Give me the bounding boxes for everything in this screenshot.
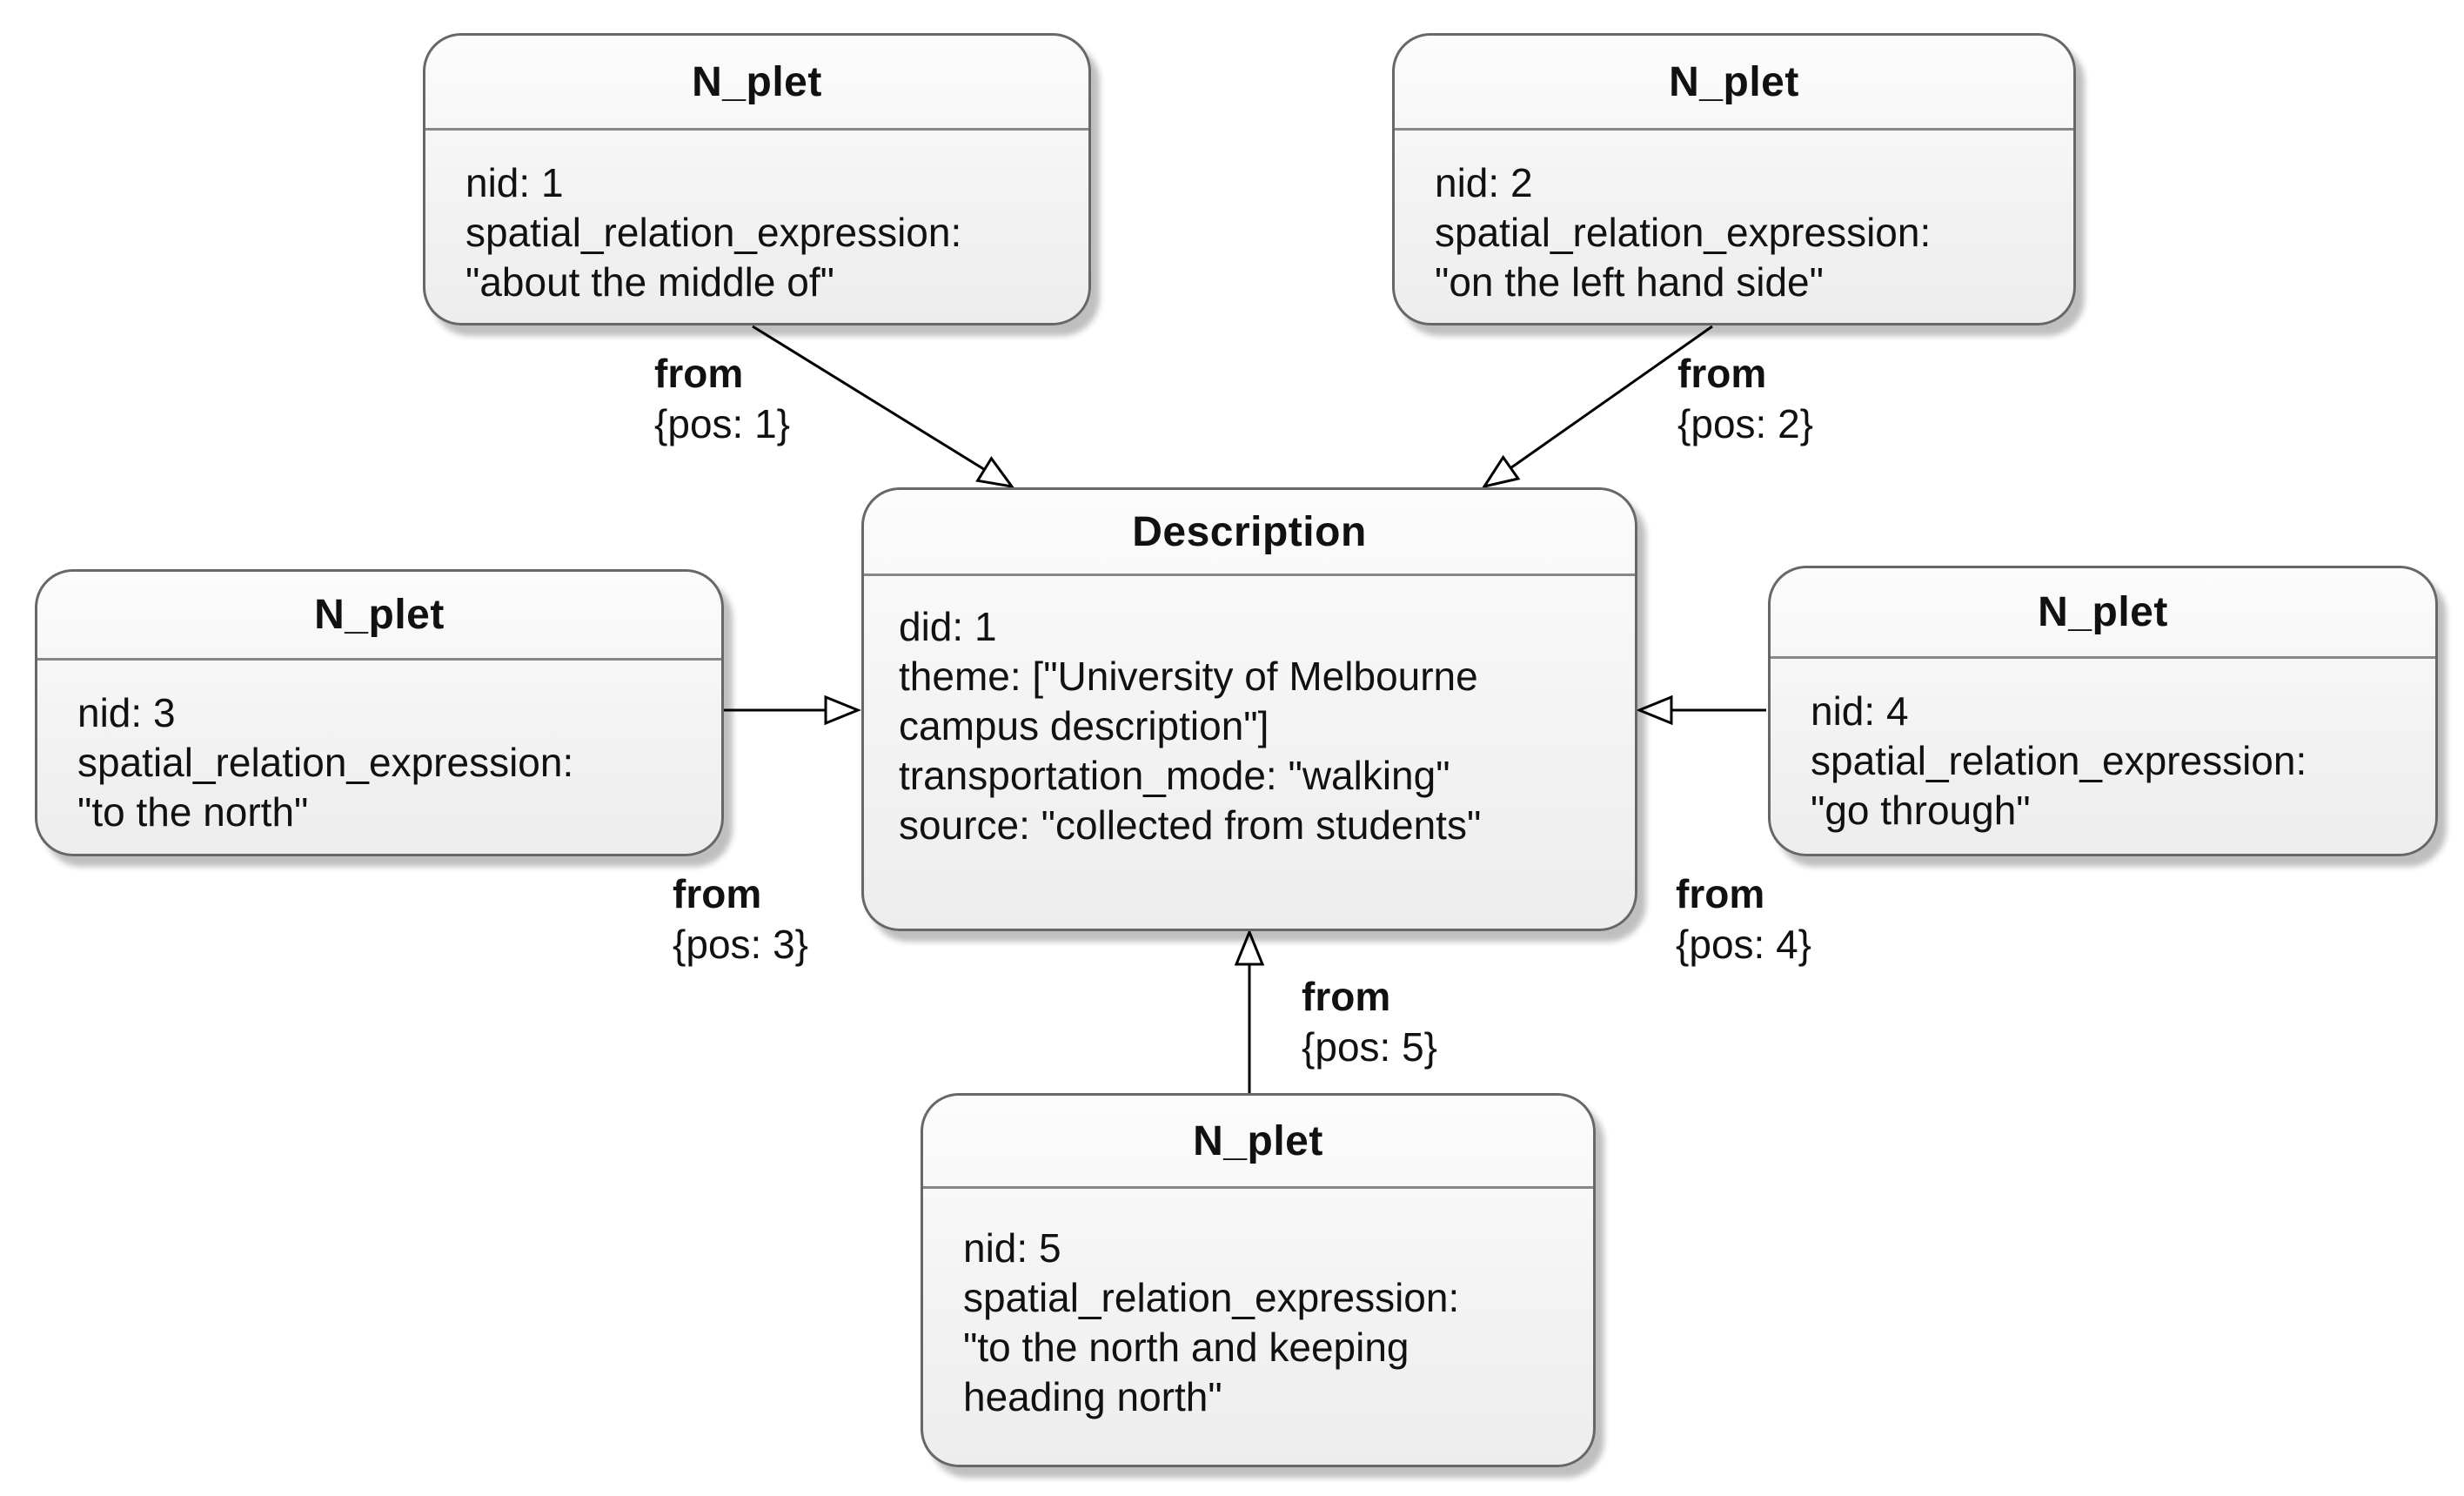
node-field: "to the north and keeping <box>963 1325 1409 1370</box>
node-title: Description <box>864 490 1635 576</box>
node-field: nid: 1 <box>465 160 564 205</box>
node-title: N_plet <box>37 572 721 661</box>
node-field: transportation_mode: "walking" <box>899 753 1450 798</box>
node-field: heading north" <box>963 1374 1222 1419</box>
edge-constraint: {pos: 4} <box>1676 922 1812 967</box>
node-field: did: 1 <box>899 604 997 649</box>
node-nplet-1: N_plet nid: 1 spatial_relation_expressio… <box>423 33 1091 325</box>
node-field: theme: ["University of Melbourne <box>899 654 1478 699</box>
node-title: N_plet <box>923 1096 1593 1189</box>
node-body: nid: 5 spatial_relation_expression: "to … <box>923 1189 1593 1422</box>
edge-label-pos-4: from {pos: 4} <box>1676 869 1811 969</box>
edge-label-pos-2: from {pos: 2} <box>1677 348 1813 449</box>
edge-constraint: {pos: 2} <box>1677 401 1814 446</box>
edge-constraint: {pos: 3} <box>673 922 809 967</box>
node-nplet-3: N_plet nid: 3 spatial_relation_expressio… <box>35 569 724 856</box>
node-field: nid: 2 <box>1435 160 1533 205</box>
node-title: N_plet <box>1395 36 2073 131</box>
node-nplet-5: N_plet nid: 5 spatial_relation_expressio… <box>921 1093 1596 1467</box>
node-field: spatial_relation_expression: <box>465 210 962 255</box>
node-description: Description did: 1 theme: ["University o… <box>861 487 1637 931</box>
node-field: nid: 3 <box>77 690 176 735</box>
edge-keyword: from <box>1677 351 1767 396</box>
edge-line-2 <box>1481 325 1713 489</box>
node-title: N_plet <box>1771 568 2435 659</box>
node-nplet-2: N_plet nid: 2 spatial_relation_expressio… <box>1392 33 2076 325</box>
node-field: source: "collected from students" <box>899 802 1482 848</box>
node-body: nid: 3 spatial_relation_expression: "to … <box>37 661 721 837</box>
node-field: spatial_relation_expression: <box>77 740 574 785</box>
node-field: spatial_relation_expression: <box>963 1275 1460 1320</box>
node-field: "go through" <box>1811 788 2031 833</box>
node-nplet-4: N_plet nid: 4 spatial_relation_expressio… <box>1768 566 2438 856</box>
edge-constraint: {pos: 5} <box>1302 1024 1438 1070</box>
edge-keyword: from <box>673 871 762 916</box>
node-body: nid: 4 spatial_relation_expression: "go … <box>1771 659 2435 835</box>
node-field: "to the north" <box>77 789 309 835</box>
edge-label-pos-5: from {pos: 5} <box>1302 971 1437 1072</box>
edge-keyword: from <box>1302 974 1391 1019</box>
edge-keyword: from <box>1676 871 1765 916</box>
node-field: spatial_relation_expression: <box>1435 210 1932 255</box>
node-field: "about the middle of" <box>465 259 834 305</box>
node-field: nid: 5 <box>963 1225 1061 1271</box>
edge-keyword: from <box>654 351 744 396</box>
edge-constraint: {pos: 1} <box>654 401 791 446</box>
node-body: nid: 1 spatial_relation_expression: "abo… <box>425 131 1088 307</box>
node-field: spatial_relation_expression: <box>1811 738 2307 783</box>
node-body: nid: 2 spatial_relation_expression: "on … <box>1395 131 2073 307</box>
node-field: "on the left hand side" <box>1435 259 1824 305</box>
edge-label-pos-1: from {pos: 1} <box>654 348 790 449</box>
edge-label-pos-3: from {pos: 3} <box>673 869 808 969</box>
node-field: nid: 4 <box>1811 688 1909 734</box>
edge-line-1 <box>752 325 1015 489</box>
node-body: did: 1 theme: ["University of Melbourne … <box>864 576 1635 850</box>
node-field: campus description"] <box>899 703 1269 748</box>
node-title: N_plet <box>425 36 1088 131</box>
